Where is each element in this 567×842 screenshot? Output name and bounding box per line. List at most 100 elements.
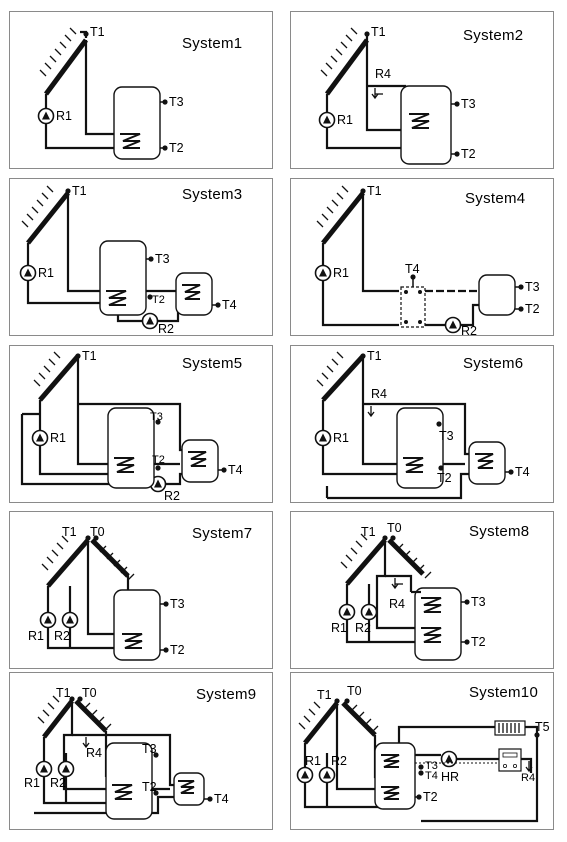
solar-collector <box>316 351 365 402</box>
system3-panel: System3 T1 R1 T3 T2 T4 R2 <box>9 178 273 336</box>
sensor-t3 <box>418 764 424 770</box>
label-t3: T3 <box>155 252 170 266</box>
label-t4: T4 <box>405 262 420 276</box>
system3-diagram: System3 T1 R1 T3 T2 T4 R2 <box>19 184 242 336</box>
label-t1: T1 <box>82 349 97 363</box>
label-t4: T4 <box>222 298 237 312</box>
sensor-t1 <box>83 31 89 37</box>
sensor-t3 <box>436 421 442 427</box>
storage-tank <box>396 407 444 489</box>
label-t4: T4 <box>214 792 229 806</box>
label-t2: T2 <box>461 147 476 161</box>
return-pipe <box>26 281 108 305</box>
solar-collector-west <box>387 538 432 579</box>
label-t1: T1 <box>90 25 105 39</box>
bypass-pipe <box>363 402 471 456</box>
solar-collector <box>21 185 70 245</box>
label-t1: T1 <box>367 349 382 363</box>
solar-collector <box>39 27 89 96</box>
heat-exchanger-coil <box>120 133 141 149</box>
label-r2: R2 <box>461 324 477 337</box>
sensor-t1 <box>360 188 366 194</box>
solar-collector <box>33 351 80 402</box>
system7-panel: System7 T1 T0 R1 R2 T3 T2 <box>9 511 273 669</box>
system-title: System5 <box>182 355 242 372</box>
sensor-t2 <box>438 465 444 471</box>
label-t0: T0 <box>82 686 97 700</box>
pump-r1 <box>31 429 49 447</box>
solar-collector-east <box>340 533 387 586</box>
system10-panel: System10 T1 T0 R1 R2 T3 T4 HR T5 R4 T2 <box>290 672 554 830</box>
return-pipe <box>42 777 110 805</box>
system-title: System3 <box>182 186 242 203</box>
label-t1: T1 <box>371 25 386 39</box>
label-t2: T2 <box>423 790 438 804</box>
label-r1: R1 <box>38 266 54 280</box>
label-r4: R4 <box>389 597 405 611</box>
sensor-t1 <box>382 535 388 541</box>
system-title: System6 <box>463 355 523 372</box>
label-t1: T1 <box>317 688 332 702</box>
heat-exchanger-coil <box>409 113 430 129</box>
label-t3: T3 <box>170 597 185 611</box>
system9-diagram: System9 T1 T0 R4 R1 R2 T3 T2 T4 <box>24 686 256 820</box>
flow-pipe <box>66 193 108 293</box>
label-r2: R2 <box>355 621 371 635</box>
label-r1: R1 <box>50 431 66 445</box>
pipe <box>461 303 481 327</box>
storage-tank <box>478 274 516 316</box>
label-t3: T3 <box>471 595 486 609</box>
label-t1: T1 <box>361 525 376 539</box>
pump-r2 <box>141 312 159 330</box>
pump-r2 <box>318 766 336 784</box>
label-t0: T0 <box>347 684 362 698</box>
label-t4: T4 <box>515 465 530 479</box>
return-pipe <box>44 124 124 150</box>
pump-r2 <box>444 316 462 334</box>
label-r1: R1 <box>333 266 349 280</box>
label-t3: T3 <box>461 97 476 111</box>
label-t2: T2 <box>170 643 185 657</box>
storage-tank <box>113 589 161 661</box>
sensor-t1 <box>75 353 81 359</box>
label-t5: T5 <box>535 720 550 734</box>
solar-collector-west <box>74 699 112 733</box>
heat-exchanger-coil <box>381 754 400 768</box>
sensor-t1 <box>65 188 71 194</box>
flow-pipe <box>361 358 399 466</box>
flow-pipe <box>86 542 122 636</box>
storage-tank <box>99 240 147 316</box>
pump-r2 <box>57 760 75 778</box>
return-pipe <box>345 620 421 644</box>
system1-panel: System1 T1 R1 T3 T2 <box>9 11 273 169</box>
system7-diagram: System7 T1 T0 R1 R2 T3 T2 <box>28 525 252 661</box>
heat-exchanger-coil <box>112 784 133 800</box>
pipe <box>72 733 176 787</box>
label-r1: R1 <box>337 113 353 127</box>
heat-exchanger-coil <box>421 597 442 613</box>
system6-panel: System6 T1 R4 R1 T3 T2 T4 <box>290 345 554 503</box>
pump-r1 <box>314 429 332 447</box>
label-t2: T2 <box>152 454 165 466</box>
heat-exchanger-coil <box>475 453 494 469</box>
system-title: System10 <box>469 684 538 701</box>
label-r1: R1 <box>305 754 321 768</box>
pump-r1 <box>37 107 55 125</box>
label-t1: T1 <box>72 184 87 198</box>
system2-panel: System2 T1 R4 R1 T3 T2 <box>290 11 554 169</box>
sensor-t2 <box>155 465 161 471</box>
flow-pipe <box>76 358 114 466</box>
heat-exchanger-coil <box>106 290 127 306</box>
label-t2: T2 <box>169 141 184 155</box>
label-t1: T1 <box>56 686 71 700</box>
label-t4: T4 <box>425 770 438 782</box>
label-t2: T2 <box>437 471 452 485</box>
flow-pipe <box>84 40 124 136</box>
label-r2: R2 <box>164 489 180 503</box>
flow-pipe <box>62 703 110 791</box>
label-r2: R2 <box>158 322 174 336</box>
heat-exchanger-coil <box>178 780 195 794</box>
system2-diagram: System2 T1 R4 R1 T3 T2 <box>318 25 523 165</box>
system-title: System2 <box>463 27 523 44</box>
label-t3: T3 <box>169 95 184 109</box>
